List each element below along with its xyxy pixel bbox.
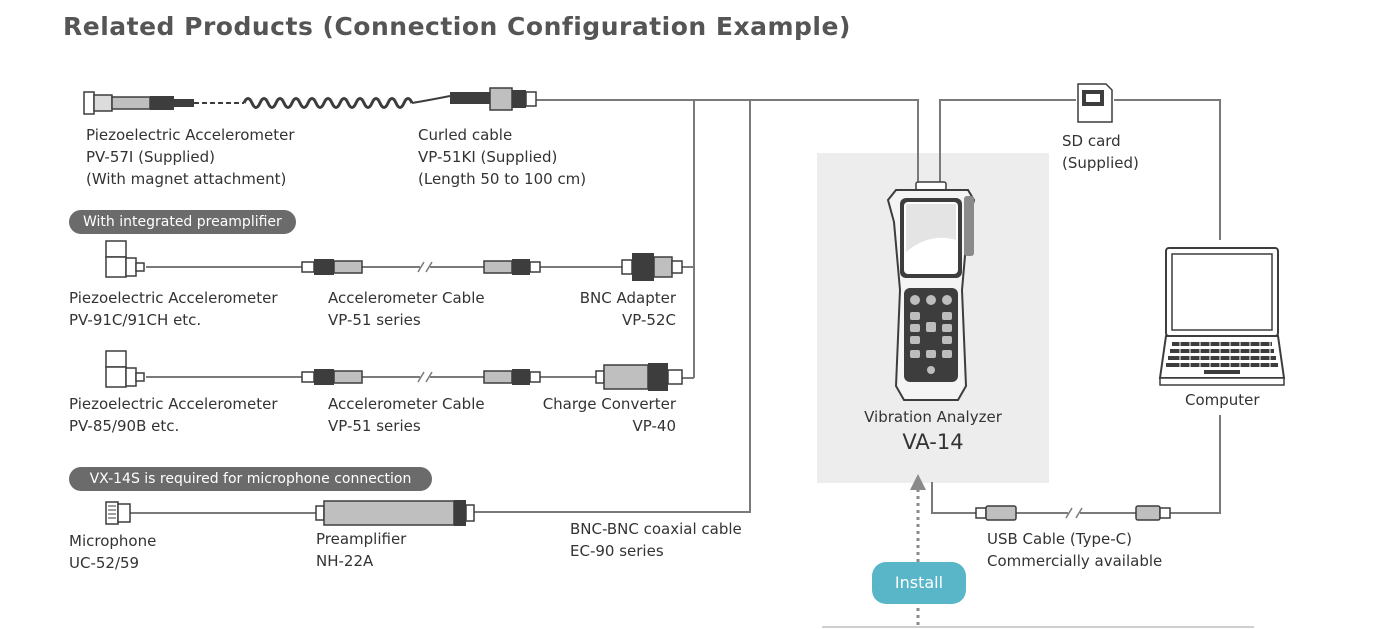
laptop-icon — [1158, 247, 1286, 386]
page-title: Related Products (Connection Configurati… — [63, 12, 851, 41]
usb-cable-icon — [975, 505, 1171, 521]
line-coax — [474, 100, 751, 513]
charge-converter-icon — [595, 363, 683, 391]
accelerometer-cable-row2-icon — [301, 259, 541, 275]
line-sd-to-computer — [1114, 99, 1221, 240]
line-sd-to-analyzer — [939, 99, 1076, 185]
banner-microphone-connection: VX-14S is required for microphone connec… — [69, 467, 432, 491]
curled-cable-icon — [194, 87, 537, 111]
accelerometer-pv57-icon — [83, 91, 194, 115]
vibration-analyzer-icon — [886, 181, 976, 401]
line-usb-from-analyzer — [931, 482, 976, 514]
label-sd-card: SD card(Supplied) — [1062, 132, 1139, 172]
preamplifier-icon — [315, 500, 475, 526]
sd-card-icon — [1077, 83, 1113, 123]
line-usb-to-computer — [1170, 415, 1221, 514]
install-arrow-head — [910, 474, 926, 490]
connection-lines — [130, 99, 1221, 514]
bnc-adapter-icon — [621, 253, 683, 281]
microphone-icon — [105, 501, 131, 525]
label-vibration-analyzer: Vibration Analyzer VA-14 — [864, 408, 1002, 454]
accelerometer-pv85-icon — [105, 350, 145, 388]
accelerometer-pv91-icon — [105, 240, 145, 278]
label-usb-cable: USB Cable (Type-C)Commercially available — [987, 530, 1163, 570]
accelerometer-cable-row3-icon — [301, 369, 541, 385]
label-computer: Computer — [1185, 391, 1260, 409]
install-button[interactable]: Install — [872, 562, 966, 604]
cable-break-marks — [417, 261, 1083, 519]
banner-integrated-preamp: With integrated preamplifier — [69, 210, 296, 234]
line-curled-to-analyzer — [536, 99, 919, 185]
